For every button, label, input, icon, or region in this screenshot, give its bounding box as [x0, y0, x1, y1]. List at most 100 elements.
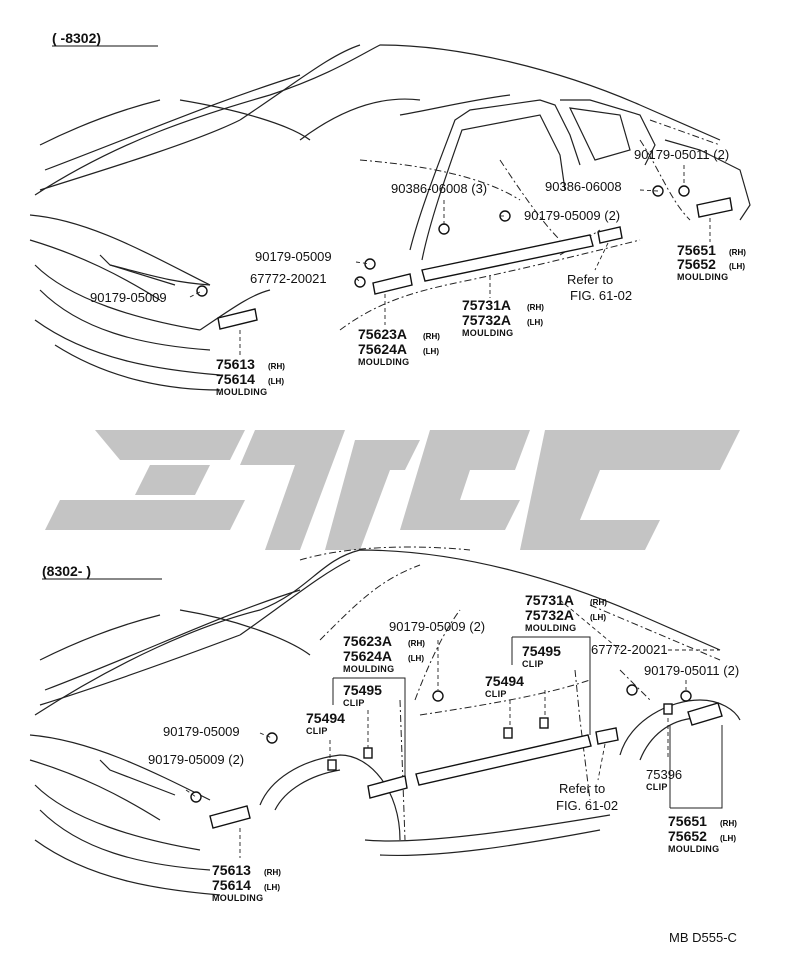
part-75652-top: 75652 [677, 256, 716, 272]
svg-text:(LH): (LH) [423, 347, 439, 356]
part-90179-05011-top: 90179-05011 (2) [634, 147, 729, 162]
clip-icon [503, 727, 513, 739]
moulding-refer-bottom [595, 727, 619, 745]
svg-text:(LH): (LH) [527, 318, 543, 327]
svg-text:MOULDING: MOULDING [343, 664, 394, 674]
bolt-icon [196, 285, 208, 297]
part-90179-05009-b-bottom: 90179-05009 (2) [148, 752, 244, 767]
part-90386-06008-top: 90386-06008 [545, 179, 622, 194]
svg-text:CLIP: CLIP [343, 698, 365, 708]
svg-text:CLIP: CLIP [522, 659, 544, 669]
svg-text:CLIP: CLIP [306, 726, 328, 736]
svg-text:(RH): (RH) [527, 303, 544, 312]
svg-text:MOULDING: MOULDING [358, 357, 409, 367]
clip-icon [327, 759, 337, 771]
bottom-parts [190, 684, 723, 829]
svg-text:MOULDING: MOULDING [462, 328, 513, 338]
refer-label-bottom: Refer to [559, 781, 605, 796]
part-75732a-top: 75732A [462, 312, 511, 328]
svg-text:CLIP: CLIP [485, 689, 507, 699]
diagram-code: MB D555-C [669, 930, 737, 945]
moulding-75623a-top [372, 273, 413, 295]
bottom-labels: (8302- ) 75731A (RH) 75732A (LH) MOULDIN… [42, 563, 739, 945]
svg-text:(LH): (LH) [264, 883, 280, 892]
moulding-75731a-bottom [415, 734, 592, 786]
top-leaders [189, 165, 711, 355]
part-75613-bottom: 75613 [212, 862, 251, 878]
moulding-75651-bottom [687, 702, 723, 726]
bottom-range-label: (8302- ) [42, 563, 91, 579]
svg-text:(RH): (RH) [268, 362, 285, 371]
svg-text:MOULDING: MOULDING [677, 272, 728, 282]
bolt-icon [680, 690, 692, 702]
svg-text:(LH): (LH) [729, 262, 745, 271]
refer-fig-top: FIG. 61-02 [570, 288, 632, 303]
refer-fig-bottom: FIG. 61-02 [556, 798, 618, 813]
svg-text:MOULDING: MOULDING [216, 387, 267, 397]
part-75494-b: 75494 [485, 673, 524, 689]
refer-label-top: Refer to [567, 272, 613, 287]
top-range-label: ( -8302) [52, 30, 101, 46]
bolt-icon [678, 185, 690, 197]
bolt-icon [652, 185, 664, 197]
svg-text:(RH): (RH) [264, 868, 281, 877]
svg-text:(RH): (RH) [590, 598, 607, 607]
part-75651-bottom: 75651 [668, 813, 707, 829]
part-75396: 75396 [646, 767, 682, 782]
bottom-car-outline [29, 546, 741, 896]
part-75614-bottom: 75614 [212, 877, 251, 893]
svg-text:(LH): (LH) [720, 834, 736, 843]
moulding-75731a-top [421, 234, 594, 282]
top-labels: ( -8302) 90179-05011 (2) 90386-06008 (3)… [52, 30, 746, 397]
part-75624a-bottom: 75624A [343, 648, 392, 664]
part-90386-06008-3-top: 90386-06008 (3) [391, 181, 487, 196]
part-90179-05009-2-bottom: 90179-05009 (2) [389, 619, 485, 634]
part-75624a-top: 75624A [358, 341, 407, 357]
bolt-icon [438, 223, 450, 235]
part-75623a-top: 75623A [358, 326, 407, 342]
clip-icon [539, 717, 549, 729]
moulding-75651-top [696, 197, 733, 218]
top-car-outline [29, 44, 751, 391]
part-90179-05011-bottom: 90179-05011 (2) [644, 663, 739, 678]
part-75495-a: 75495 [343, 682, 382, 698]
top-parts [196, 185, 733, 330]
part-90179-05009-2-top: 90179-05009 (2) [524, 208, 620, 223]
moulding-75613-bottom [209, 805, 251, 829]
svg-text:MOULDING: MOULDING [525, 623, 576, 633]
part-67772-20021-bottom: 67772-20021 [591, 642, 668, 657]
svg-text:(RH): (RH) [720, 819, 737, 828]
svg-text:(RH): (RH) [729, 248, 746, 257]
clip-icon [663, 703, 673, 715]
part-75731a-bottom: 75731A [525, 592, 574, 608]
moulding-75623a-bottom [367, 775, 408, 799]
svg-text:MOULDING: MOULDING [212, 893, 263, 903]
part-90179-05009-a-top: 90179-05009 [255, 249, 332, 264]
part-75652-bottom: 75652 [668, 828, 707, 844]
clip-icon [363, 747, 373, 759]
bolt-icon [626, 684, 638, 696]
svg-text:(LH): (LH) [268, 377, 284, 386]
bolt-icon [432, 690, 444, 702]
part-90179-05009-a-bottom: 90179-05009 [163, 724, 240, 739]
part-75494-a: 75494 [306, 710, 345, 726]
part-75613-top: 75613 [216, 356, 255, 372]
bolt-icon [190, 791, 202, 803]
watermark-logo [45, 430, 740, 550]
part-75731a-top: 75731A [462, 297, 511, 313]
part-67772-20021-top: 67772-20021 [250, 271, 327, 286]
part-75495-b: 75495 [522, 643, 561, 659]
svg-text:CLIP: CLIP [646, 782, 668, 792]
svg-text:(LH): (LH) [590, 613, 606, 622]
svg-text:MOULDING: MOULDING [668, 844, 719, 854]
svg-text:(RH): (RH) [423, 332, 440, 341]
part-75651-top: 75651 [677, 242, 716, 258]
moulding-refer-top [597, 226, 623, 244]
bolt-icon [266, 732, 278, 744]
svg-text:(LH): (LH) [408, 654, 424, 663]
part-75732a-bottom: 75732A [525, 607, 574, 623]
part-75623a-bottom: 75623A [343, 633, 392, 649]
bottom-leaders [185, 599, 723, 858]
part-75614-top: 75614 [216, 371, 255, 387]
